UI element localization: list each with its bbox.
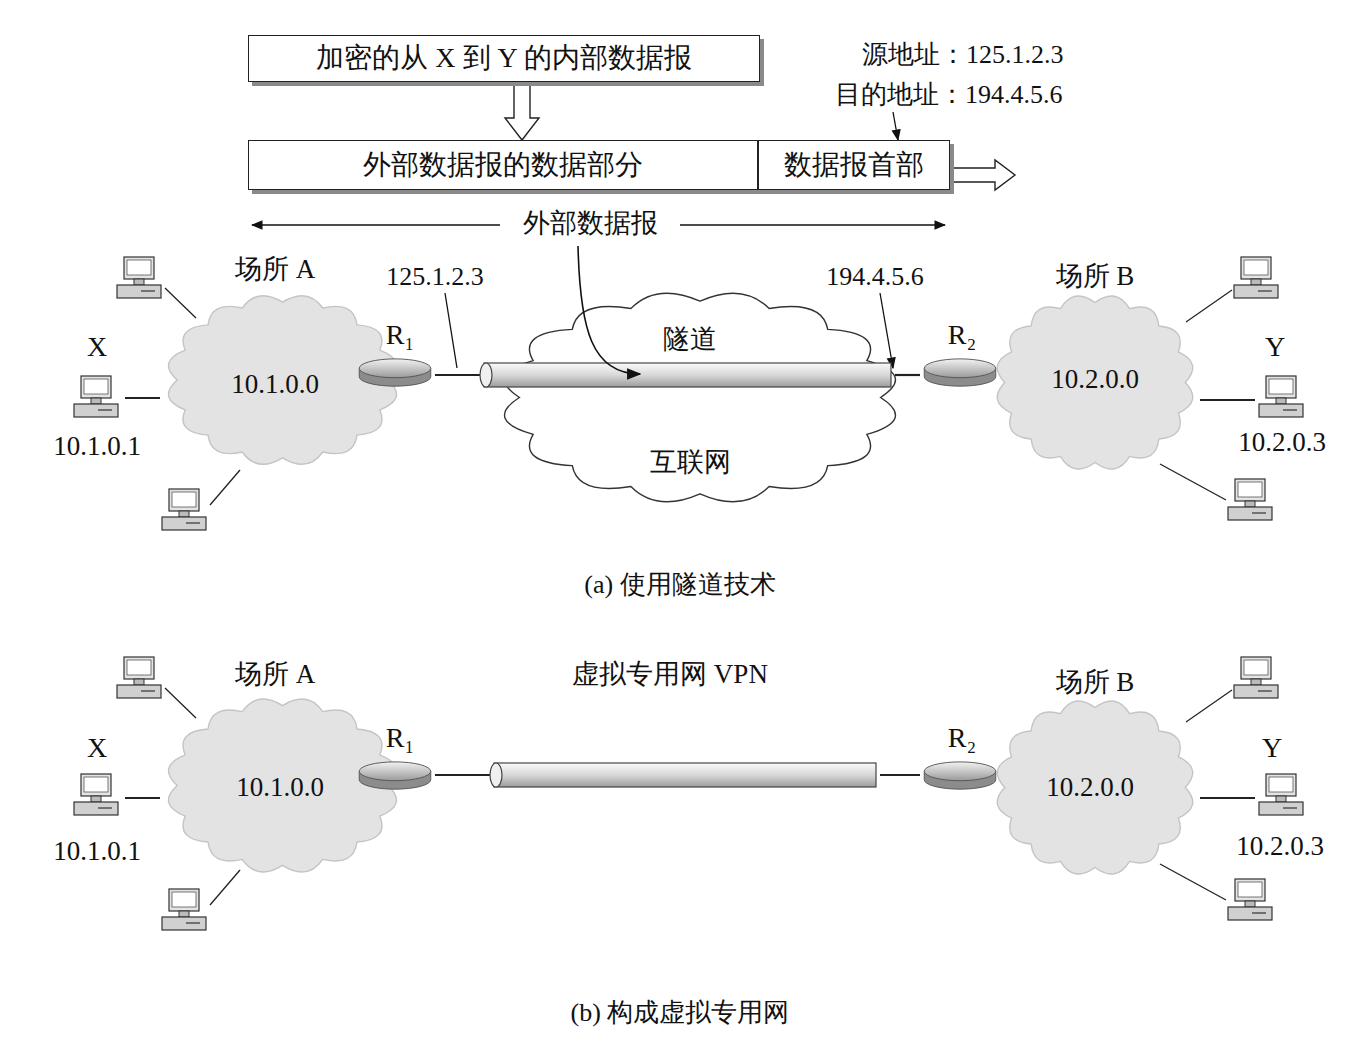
box-text: 加密的从 X 到 Y 的内部数据报	[316, 43, 691, 74]
site-cloud: 场所 B10.2.0.0	[990, 690, 1200, 885]
node-label: R₂	[948, 723, 976, 754]
node-label: 场所 A	[235, 255, 315, 285]
node-label: 场所 B	[1056, 262, 1135, 292]
router: R₂	[920, 315, 1000, 390]
address-leader	[445, 293, 457, 368]
box-text: 数据报首部	[784, 150, 924, 181]
router-icon	[359, 762, 431, 789]
computer-icon	[74, 774, 118, 815]
span-arrow-left	[252, 224, 500, 225]
address-leader	[893, 112, 898, 140]
pipe	[490, 763, 876, 787]
link-line	[435, 774, 490, 776]
computer-icon	[74, 376, 118, 417]
internet-cloud-shape	[490, 280, 910, 515]
link-line	[1200, 399, 1255, 401]
ip-address: 125.1.2.3	[386, 263, 484, 292]
cloud-outline	[505, 293, 896, 502]
node-label: X	[87, 733, 107, 764]
node-sublabel: 10.1.0.1	[53, 432, 141, 462]
computer-icon	[1259, 376, 1303, 417]
router: R₁	[355, 315, 435, 390]
pipe	[480, 363, 891, 387]
node-sublabel: 10.1.0.0	[231, 370, 319, 400]
router: R₂	[920, 718, 1000, 793]
router-icon	[924, 359, 996, 386]
address-leader	[880, 293, 893, 368]
node-sublabel: 10.1.0.1	[53, 837, 141, 867]
node-label: R₁	[386, 723, 414, 754]
link-line	[125, 797, 160, 799]
span-label: 外部数据报	[517, 209, 664, 239]
link-line	[125, 397, 160, 399]
router: R₁	[355, 718, 435, 793]
node-label: R₁	[386, 320, 414, 351]
link-line	[895, 374, 920, 376]
router-icon	[924, 762, 996, 789]
node-label: X	[87, 332, 107, 363]
node-label: 场所 B	[1056, 668, 1135, 698]
node-label: 互联网	[650, 448, 731, 478]
host-computer: Y10.2.0.3	[1255, 330, 1310, 460]
link-line	[880, 774, 920, 776]
link-line	[435, 374, 480, 376]
other-computers	[117, 257, 1278, 930]
datagram-box: 外部数据报的数据部分	[248, 140, 758, 190]
node-sublabel: 10.2.0.0	[1051, 365, 1139, 395]
node-label: 隧道	[663, 325, 717, 355]
destination-address: 目的地址：194.4.5.6	[835, 81, 1063, 110]
datagram-box: 加密的从 X 到 Y 的内部数据报	[248, 35, 760, 82]
node-label: 虚拟专用网 VPN	[572, 660, 768, 690]
hollow-arrow	[505, 82, 539, 140]
node-sublabel: 10.1.0.0	[236, 773, 324, 803]
tunnel-pipe: 虚拟专用网 VPN	[490, 655, 880, 789]
cloud-outline	[168, 699, 396, 872]
host-computer: Y10.2.0.3	[1255, 728, 1310, 858]
datagram-box: 数据报首部	[758, 140, 950, 190]
node-label: Y	[1265, 332, 1285, 363]
cloud-outline	[997, 701, 1192, 874]
router-icon	[359, 359, 431, 386]
ip-address: 194.4.5.6	[826, 263, 924, 292]
node-sublabel: 10.2.0.0	[1046, 773, 1134, 803]
site-cloud: 场所 B10.2.0.0	[990, 285, 1200, 480]
figure-caption: (a) 使用隧道技术	[584, 571, 775, 600]
computer-icon	[1259, 774, 1303, 815]
internet-cloud: 互联网	[490, 280, 910, 515]
figure-caption: (b) 构成虚拟专用网	[571, 999, 790, 1028]
cloud-outline	[997, 296, 1192, 469]
span-arrow-right	[680, 224, 945, 225]
node-label: R₂	[948, 320, 976, 351]
host-computer: X10.1.0.1	[70, 728, 125, 858]
node-label: 场所 A	[235, 660, 315, 690]
node-sublabel: 10.2.0.3	[1236, 832, 1324, 862]
link-line	[1200, 797, 1255, 799]
outgoing-hollow-arrow	[952, 160, 1015, 190]
host-computer: X10.1.0.1	[70, 330, 125, 460]
box-text: 外部数据报的数据部分	[363, 150, 643, 181]
tunnel-pipe: 隧道	[480, 325, 895, 387]
source-address: 源地址：125.1.2.3	[862, 41, 1064, 70]
node-sublabel: 10.2.0.3	[1238, 428, 1326, 458]
node-label: Y	[1262, 733, 1282, 764]
